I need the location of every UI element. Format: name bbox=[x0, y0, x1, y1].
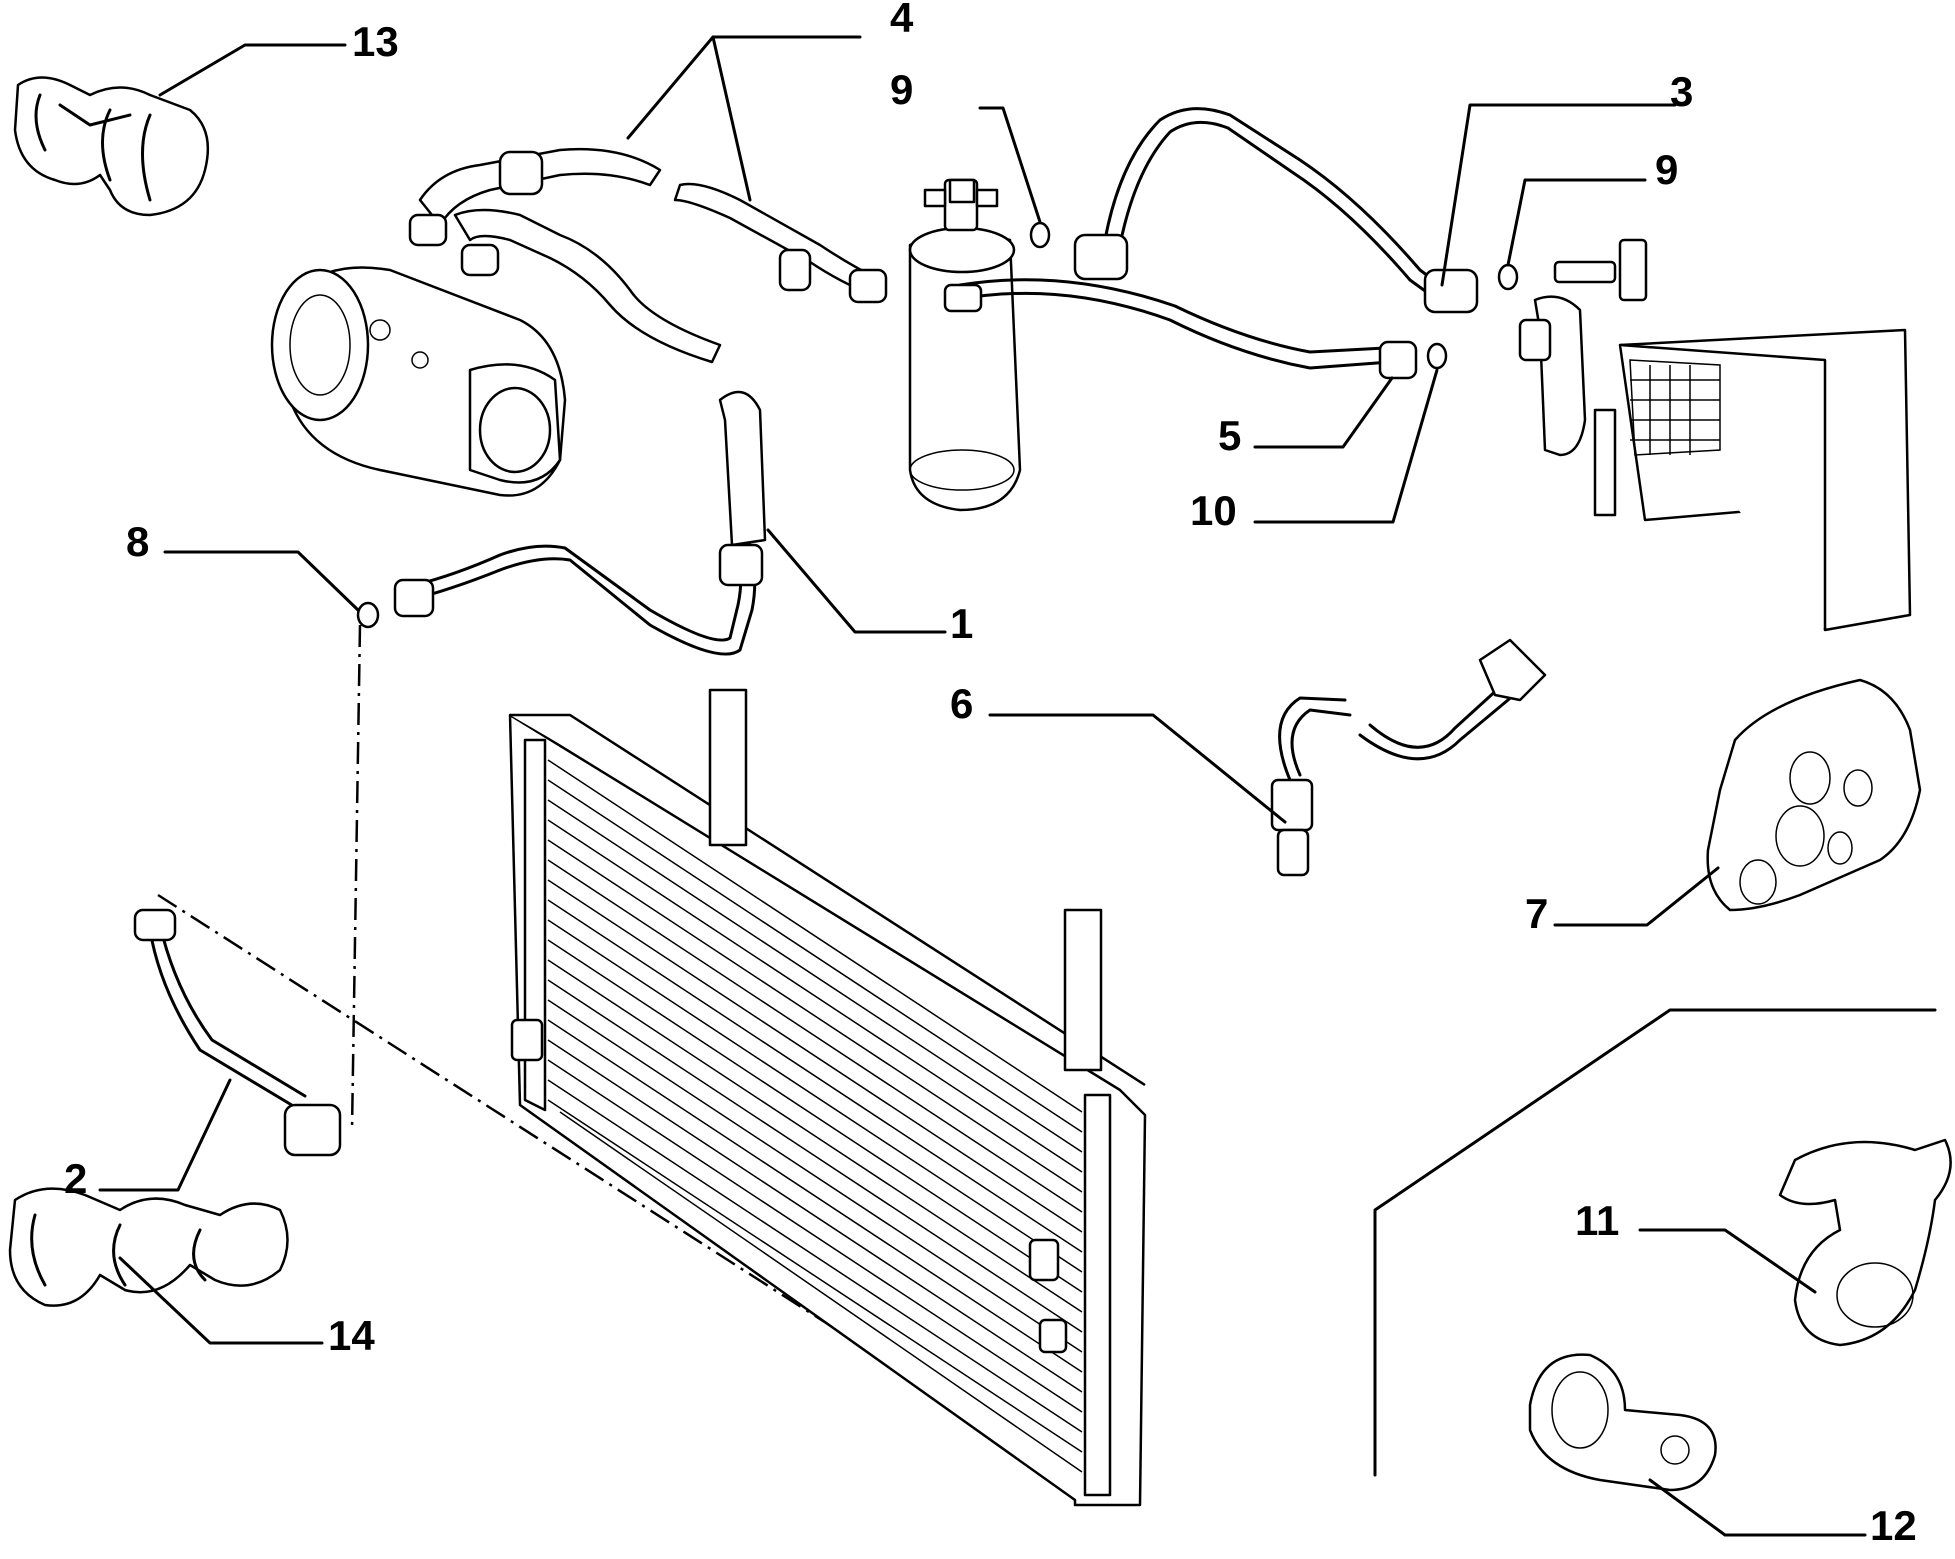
callout-12: 12 bbox=[1870, 1502, 1917, 1549]
part-1-pipe bbox=[393, 390, 767, 656]
part-13-hose-clip bbox=[13, 76, 210, 217]
callout-6: 6 bbox=[950, 680, 973, 727]
callout-14: 14 bbox=[328, 1312, 375, 1359]
callout-9-left: 9 bbox=[890, 66, 913, 113]
part-2-pipe bbox=[133, 908, 342, 1157]
callout-9-right: 9 bbox=[1655, 146, 1678, 193]
callout-numbers: 13 4 9 3 9 5 10 8 1 6 7 2 11 14 12 bbox=[64, 0, 1917, 1549]
evaporator bbox=[1518, 238, 1912, 632]
callout-7: 7 bbox=[1525, 890, 1548, 937]
part-4-hoses bbox=[408, 147, 888, 364]
part-12-p-clip bbox=[1528, 1353, 1717, 1492]
part-5-pipe bbox=[943, 278, 1418, 380]
callout-13: 13 bbox=[352, 18, 399, 65]
callout-3: 3 bbox=[1670, 68, 1693, 115]
part-9-o-ring-b bbox=[1497, 263, 1519, 291]
callout-4: 4 bbox=[890, 0, 914, 41]
inset-frame bbox=[1373, 1008, 1937, 1477]
receiver-drier bbox=[908, 178, 1022, 512]
part-8-o-ring bbox=[356, 601, 380, 629]
callout-1: 1 bbox=[950, 600, 973, 647]
callout-10: 10 bbox=[1190, 487, 1237, 534]
callout-5: 5 bbox=[1218, 412, 1241, 459]
part-9-o-ring-a bbox=[1029, 221, 1051, 249]
part-3-pipe bbox=[1073, 107, 1479, 314]
part-7-gasket bbox=[1706, 678, 1922, 912]
part-14-hose-clips bbox=[8, 1187, 289, 1307]
part-11-hose-clip bbox=[1778, 1138, 1952, 1347]
part-6-pressure-switch bbox=[1270, 638, 1547, 877]
condenser bbox=[508, 688, 1147, 1507]
callout-11: 11 bbox=[1575, 1197, 1619, 1244]
callout-8: 8 bbox=[126, 518, 149, 565]
part-10-o-ring bbox=[1426, 342, 1448, 370]
leader-lines bbox=[98, 35, 1867, 1537]
callout-2: 2 bbox=[64, 1155, 87, 1202]
compressor bbox=[270, 266, 567, 497]
